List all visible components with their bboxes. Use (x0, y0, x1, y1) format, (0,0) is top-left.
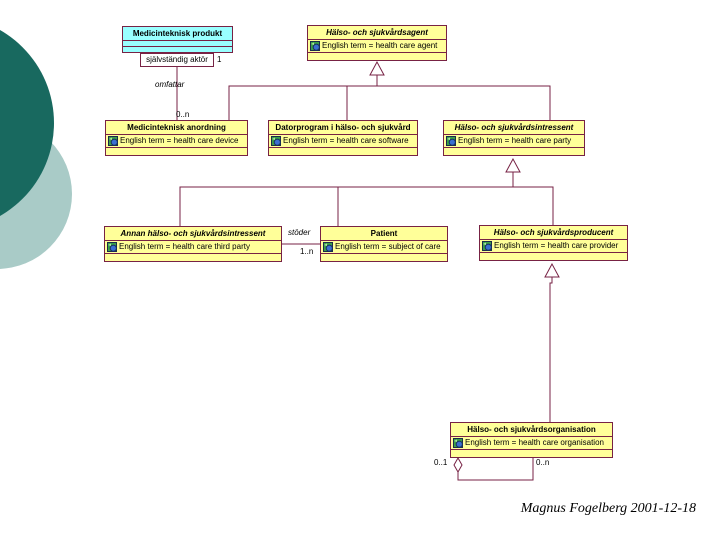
class-halso-och-sjukvardsorganisation[interactable]: Hälso- och sjukvårdsorganisation English… (450, 422, 613, 458)
english-term: English term = health care organisation (465, 438, 604, 447)
class-halso-och-sjukvardsproducent[interactable]: Hälso- och sjukvårdsproducent English te… (479, 225, 628, 261)
aggregation-diamond-organisation (453, 456, 463, 474)
class-operations-compartment (451, 449, 612, 457)
class-datorprogram[interactable]: Datorprogram i hälso- och sjukvård Engli… (268, 120, 418, 156)
english-term: English term = health care party (458, 136, 572, 145)
class-title: Patient (370, 229, 398, 238)
class-attribute: English term = health care device (106, 134, 247, 147)
class-title: Hälso- och sjukvårdsintressent (454, 123, 574, 132)
class-operations-compartment (444, 147, 584, 155)
class-title: Medicinteknisk anordning (127, 123, 226, 132)
generalization-arrow-agent (369, 60, 385, 76)
english-term: English term = health care agent (322, 41, 438, 50)
generalization-arrow-producent (544, 262, 560, 278)
tagged-value-icon (323, 242, 333, 252)
class-title: Annan hälso- och sjukvårdsintressent (120, 229, 266, 238)
generalization-arrow-intressent (505, 157, 521, 173)
class-operations-compartment (321, 253, 447, 261)
english-term: English term = health care third party (119, 242, 250, 251)
english-term: English term = health care software (283, 136, 409, 145)
association-class-label: självständig aktör (146, 55, 208, 64)
class-annan-intressent[interactable]: Annan hälso- och sjukvårdsintressent Eng… (104, 226, 282, 262)
association-class-sjalvstandig-aktor[interactable]: självständig aktör (140, 53, 214, 67)
author-signature: Magnus Fogelberg 2001-12-18 (520, 501, 696, 516)
connector-producent-organisation (549, 277, 553, 422)
class-title: Datorprogram i hälso- och sjukvård (275, 123, 411, 132)
class-attribute: English term = subject of care (321, 240, 447, 253)
class-halso-och-sjukvardsintressent[interactable]: Hälso- och sjukvårdsintressent English t… (443, 120, 585, 156)
multiplicity-label: 1 (217, 55, 222, 64)
class-operations-compartment (105, 253, 281, 261)
multiplicity-label: 0..n (536, 458, 550, 467)
english-term: English term = health care provider (494, 241, 619, 250)
tagged-value-icon (482, 241, 492, 251)
class-operations-compartment (308, 52, 446, 60)
class-operations-compartment (480, 252, 627, 260)
class-patient[interactable]: Patient English term = subject of care (320, 226, 448, 262)
english-term: English term = health care device (120, 136, 239, 145)
class-title: Hälso- och sjukvårdsproducent (493, 228, 614, 237)
class-operations-compartment (269, 147, 417, 155)
class-attribute: English term = health care third party (105, 240, 281, 253)
class-attributes-compartment (123, 40, 232, 46)
connector-agent-bus (228, 85, 551, 120)
english-term: English term = subject of care (335, 242, 441, 251)
class-attribute: English term = health care provider (480, 239, 627, 252)
class-title: Medicinteknisk produkt (132, 29, 223, 38)
class-halso-och-sjukvardsagent[interactable]: Hälso- och sjukvårdsagent English term =… (307, 25, 447, 61)
class-medicinteknisk-anordning[interactable]: Medicinteknisk anordning English term = … (105, 120, 248, 156)
class-operations-compartment (106, 147, 247, 155)
class-attribute: English term = health care party (444, 134, 584, 147)
tagged-value-icon (108, 136, 118, 146)
association-name-stoder: stöder (288, 228, 311, 237)
tagged-value-icon (271, 136, 281, 146)
multiplicity-label: 1..n (300, 247, 314, 256)
class-title: Hälso- och sjukvårdsagent (326, 28, 428, 37)
class-attribute: English term = health care agent (308, 39, 446, 52)
class-operations-compartment (123, 46, 232, 52)
class-title: Hälso- och sjukvårdsorganisation (467, 425, 596, 434)
connector-intressent-bus (179, 186, 554, 226)
tagged-value-icon (310, 41, 320, 51)
connector-organisation-selfloop (457, 458, 534, 481)
tagged-value-icon (107, 242, 117, 252)
class-attribute: English term = health care organisation (451, 436, 612, 449)
multiplicity-label: 0..n (176, 110, 190, 119)
class-medicinteknisk-produkt[interactable]: Medicinteknisk produkt (122, 26, 233, 53)
class-attribute: English term = health care software (269, 134, 417, 147)
multiplicity-label: 0..1 (434, 458, 448, 467)
tagged-value-icon (446, 136, 456, 146)
tagged-value-icon (453, 438, 463, 448)
association-name-omfattar: omfattar (155, 80, 185, 89)
